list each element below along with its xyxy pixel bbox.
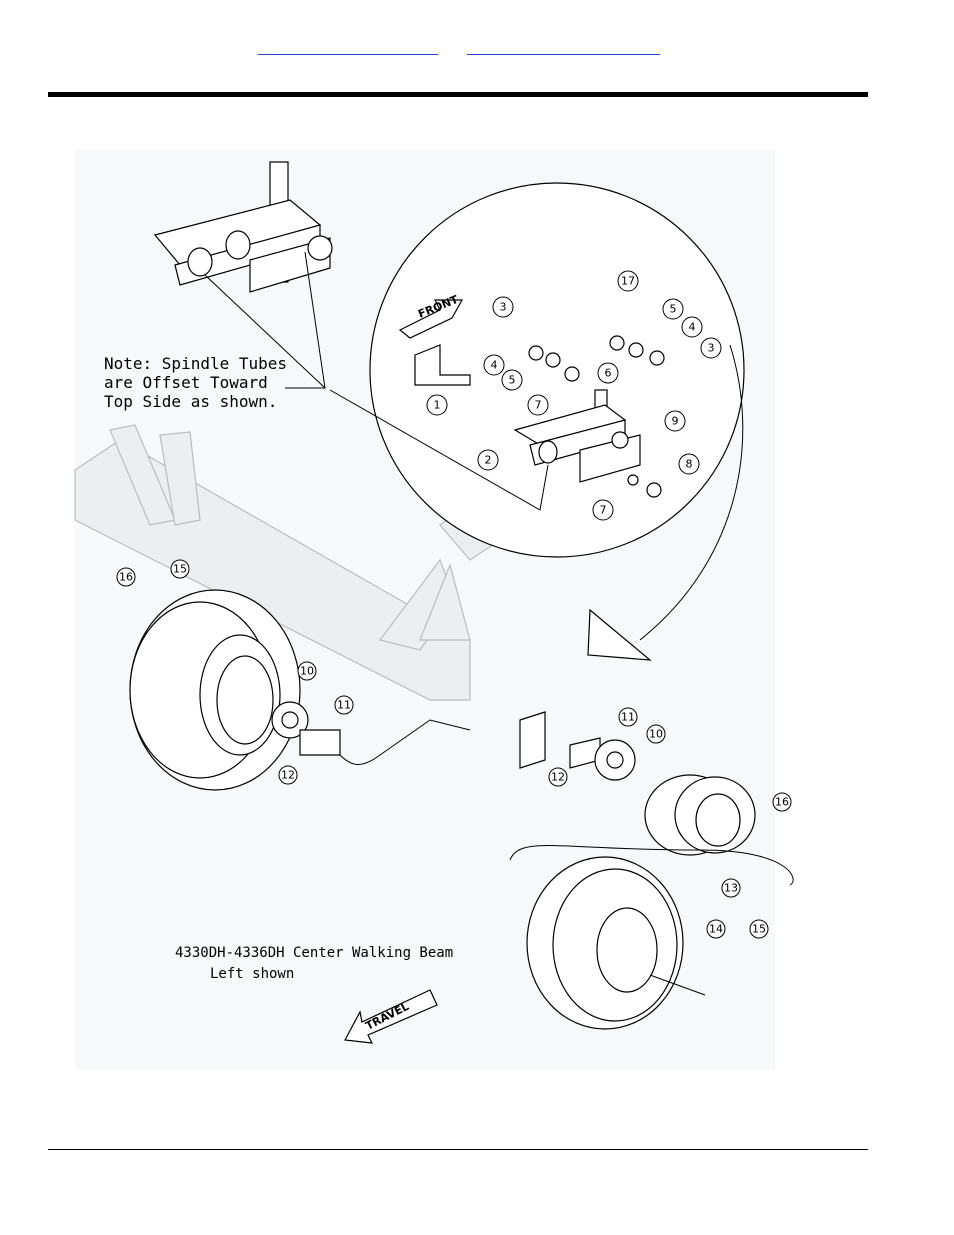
svg-text:14: 14 — [709, 923, 723, 936]
svg-text:7: 7 — [535, 399, 542, 412]
callout-2: 2 — [478, 450, 498, 470]
callout-11-left: 11 — [335, 696, 353, 714]
callout-15-bottom: 15 — [750, 920, 768, 938]
svg-text:4: 4 — [491, 359, 498, 372]
svg-text:3: 3 — [708, 342, 715, 355]
svg-text:15: 15 — [752, 923, 766, 936]
svg-text:6: 6 — [605, 367, 612, 380]
callout-11-right: 11 — [619, 708, 637, 726]
callout-8: 8 — [679, 454, 699, 474]
svg-text:17: 17 — [621, 275, 635, 288]
callout-13: 13 — [722, 879, 740, 897]
svg-text:3: 3 — [500, 301, 507, 314]
callout-12-right: 12 — [549, 768, 567, 786]
callout-3-left: 3 — [493, 297, 513, 317]
svg-text:11: 11 — [337, 699, 351, 712]
svg-text:16: 16 — [775, 796, 789, 809]
svg-text:7: 7 — [600, 504, 607, 517]
note-line-3: Top Side as shown. — [104, 392, 277, 411]
callout-16-left: 16 — [117, 568, 135, 586]
callout-14: 14 — [707, 920, 725, 938]
svg-text:9: 9 — [672, 415, 679, 428]
svg-text:13: 13 — [724, 882, 738, 895]
svg-text:5: 5 — [509, 374, 516, 387]
callout-6: 6 — [598, 363, 618, 383]
callout-7-mid: 7 — [528, 395, 548, 415]
note-line-1: Note: Spindle Tubes — [104, 354, 287, 373]
callout-4-left: 4 — [484, 355, 504, 375]
callout-12-left: 12 — [279, 766, 297, 784]
callout-7-low: 7 — [593, 500, 613, 520]
svg-text:10: 10 — [649, 728, 663, 741]
caption-line-2: Left shown — [210, 966, 294, 982]
callout-10-right: 10 — [647, 725, 665, 743]
svg-text:1: 1 — [434, 399, 441, 412]
svg-text:15: 15 — [173, 563, 187, 576]
callout-17: 17 — [618, 271, 638, 291]
callout-9: 9 — [665, 411, 685, 431]
callout-1: 1 — [427, 395, 447, 415]
svg-text:12: 12 — [551, 771, 565, 784]
callout-4-right: 4 — [682, 317, 702, 337]
callout-5-right: 5 — [663, 299, 683, 319]
svg-text:11: 11 — [621, 711, 635, 724]
svg-text:10: 10 — [300, 665, 314, 678]
note-line-2: are Offset Toward — [104, 373, 268, 392]
svg-text:16: 16 — [119, 571, 133, 584]
svg-text:8: 8 — [686, 458, 693, 471]
callout-15-top: 15 — [171, 560, 189, 578]
caption-line-1: 4330DH-4336DH Center Walking Beam — [175, 945, 453, 961]
svg-text:2: 2 — [485, 454, 492, 467]
callout-16-right: 16 — [773, 793, 791, 811]
svg-text:5: 5 — [670, 303, 677, 316]
callout-3-right: 3 — [701, 338, 721, 358]
callout-5-left: 5 — [502, 370, 522, 390]
svg-text:4: 4 — [689, 321, 696, 334]
callout-10-left: 10 — [298, 662, 316, 680]
svg-text:12: 12 — [281, 769, 295, 782]
